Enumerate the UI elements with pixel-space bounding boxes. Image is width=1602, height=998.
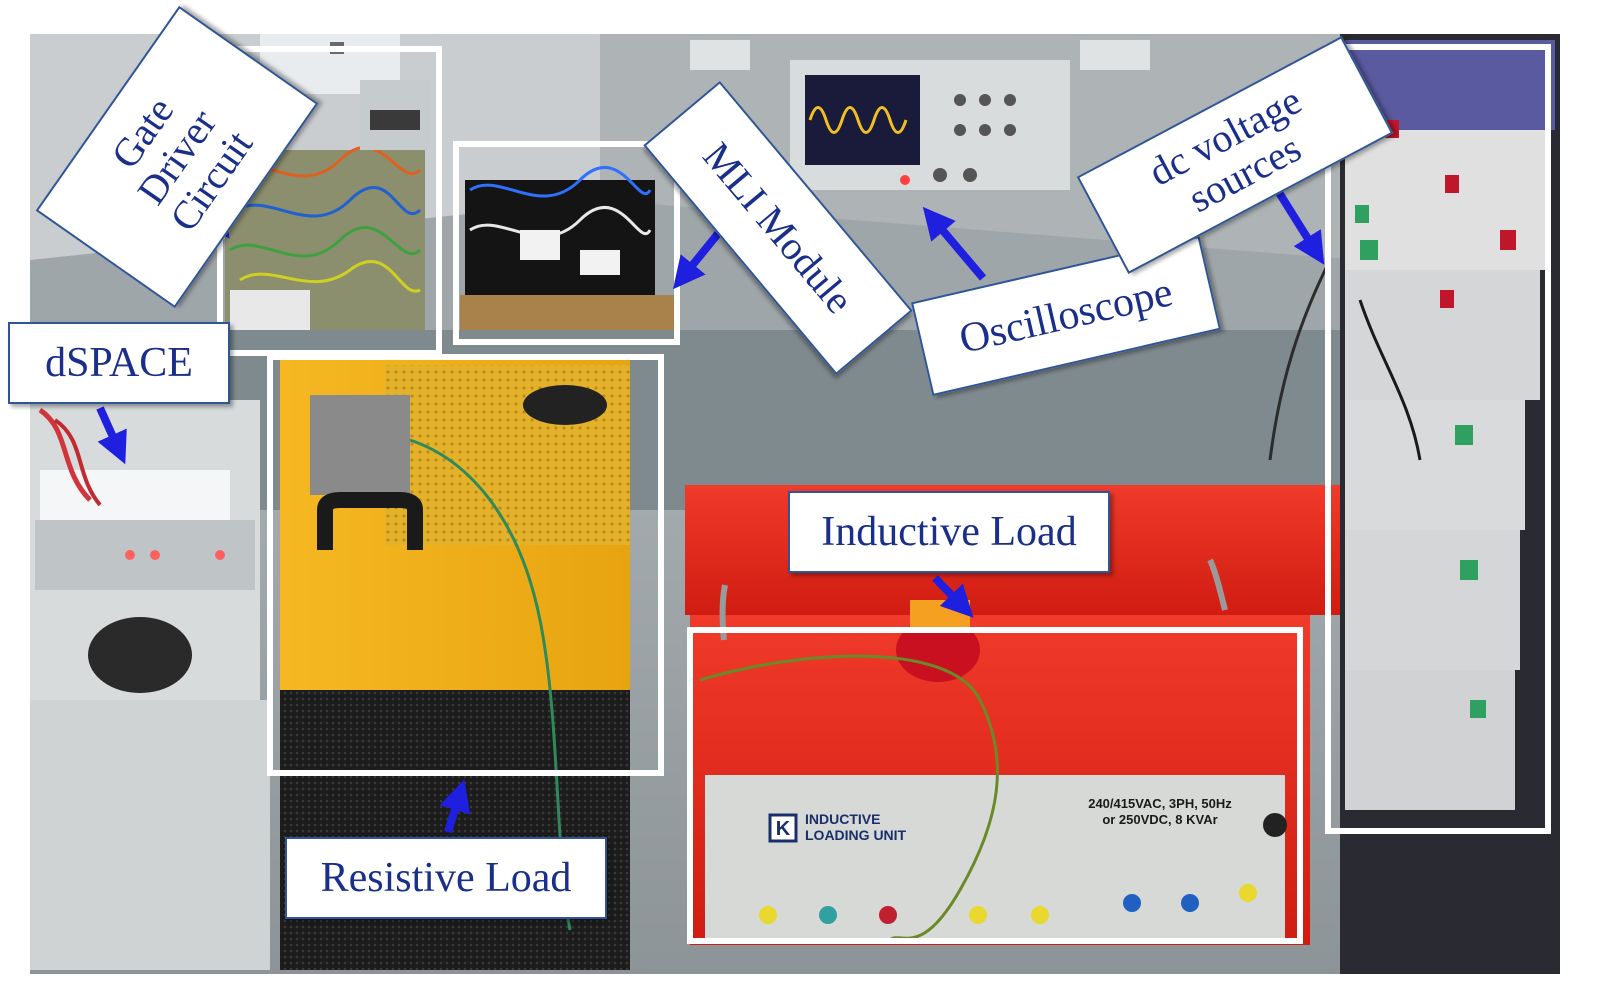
oscilloscope-arrow <box>922 206 987 281</box>
rating-line1: 240/415VAC, 3PH, 50Hz <box>1088 796 1232 811</box>
resistive-load-handle <box>317 492 423 550</box>
mli-module-arrow <box>672 222 729 290</box>
mouse <box>88 617 192 693</box>
resistive-load-label-text: Resistive Load <box>320 854 572 901</box>
unit-label-line1: INDUCTIVE <box>805 811 880 827</box>
dspace-arrow <box>96 406 127 465</box>
oscilloscope-screen <box>805 75 920 165</box>
oscilloscope-trace <box>808 106 908 134</box>
rating-line2: or 250VDC, 8 KVAr <box>1102 812 1217 827</box>
inductive-load-label: Inductive Load <box>788 491 1110 573</box>
resistive-load-arrow <box>439 779 471 834</box>
inductive-load-highlight <box>687 627 1303 944</box>
dspace-label-text: dSPACE <box>45 339 193 386</box>
current-probe <box>896 618 980 682</box>
dspace-label: dSPACE <box>8 322 230 404</box>
brand-mark: K <box>776 818 791 840</box>
dc-source-highlight <box>1325 44 1551 834</box>
mli-module-highlight <box>453 141 680 345</box>
resistive-load-label: Resistive Load <box>285 837 607 919</box>
inductive-load-label-text: Inductive Load <box>821 508 1077 555</box>
unit-label-line2: LOADING UNIT <box>805 827 907 843</box>
inductive-load-arrow <box>932 575 974 618</box>
resistive-load-highlight <box>267 354 664 776</box>
